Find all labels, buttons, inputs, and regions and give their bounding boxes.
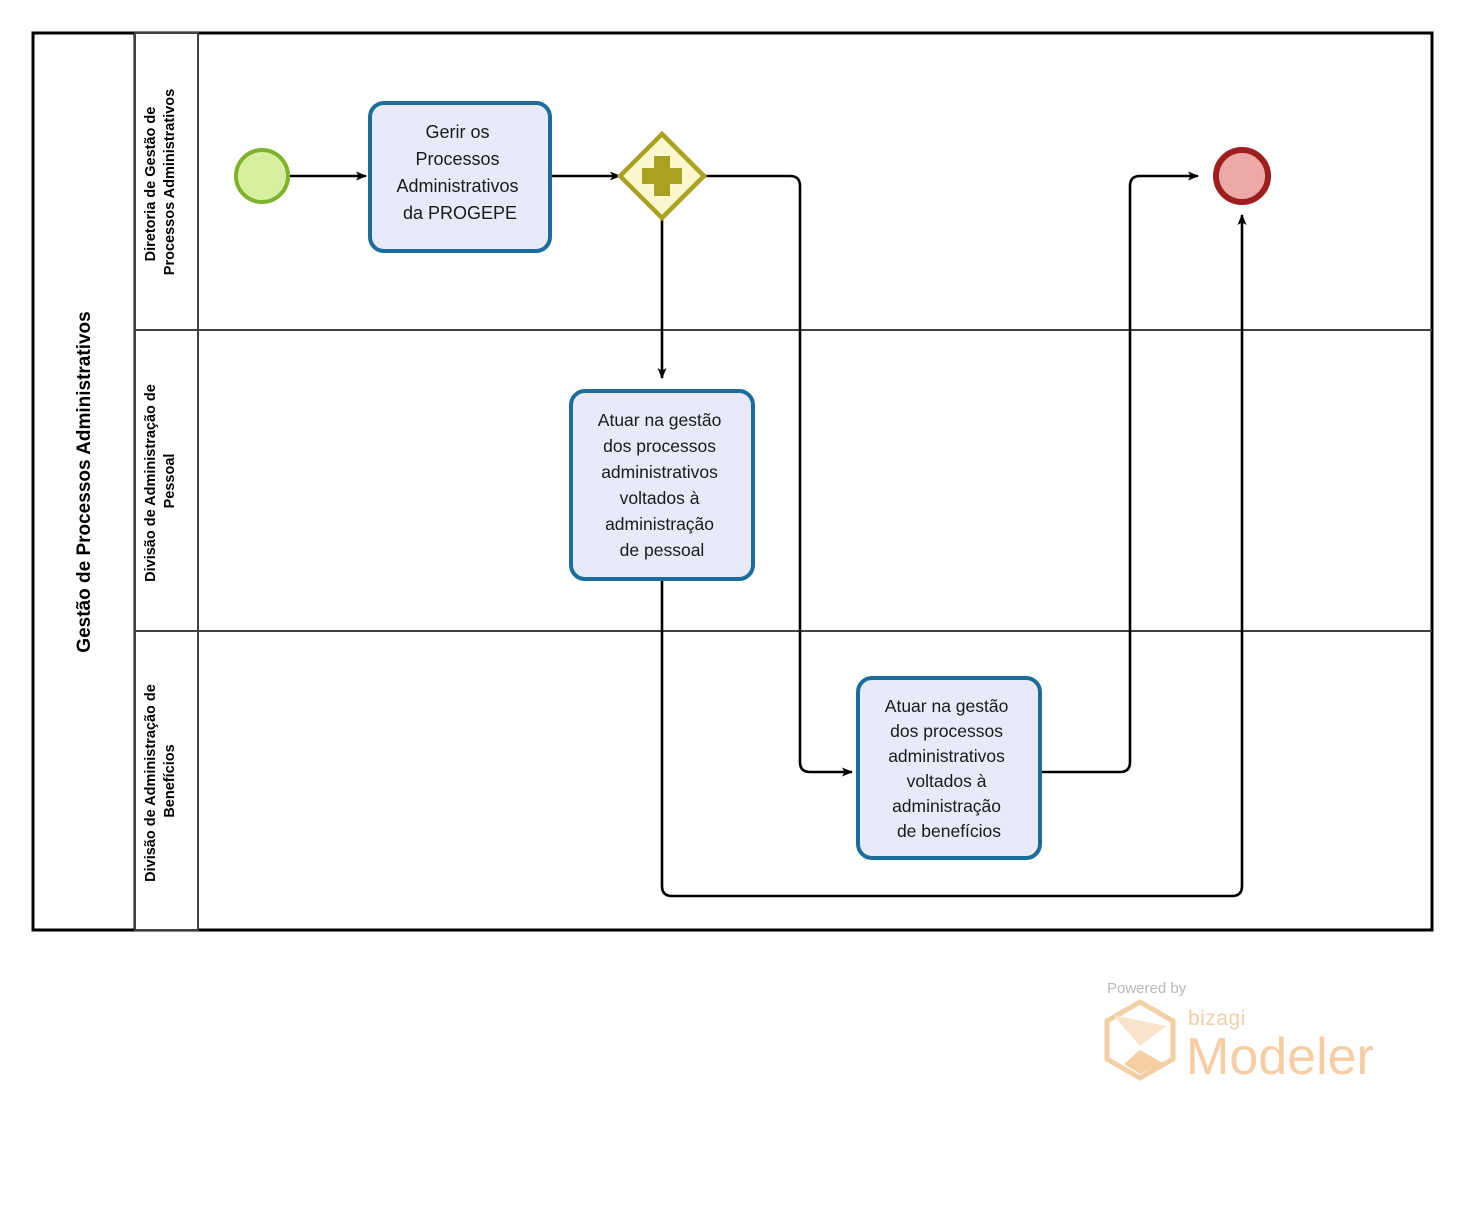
lane-title-pessoal: Divisão de Administração de Pessoal: [143, 380, 178, 582]
plus-icon: [642, 156, 682, 196]
end-event[interactable]: [1213, 147, 1271, 205]
pool-title: Gestão de Processos Administrativos: [74, 311, 95, 652]
lane-title-diretoria: Diretoria de Gestão de Processos Adminis…: [143, 89, 178, 275]
task-pessoal-label: Atuar na gestão dos processos administra…: [598, 410, 726, 560]
bizagi-logo-icon: [1104, 999, 1176, 1081]
task-pessoal-box: [569, 389, 755, 581]
flow-pessoal-to-end[interactable]: [660, 214, 1247, 898]
task-beneficios-box: [856, 676, 1042, 860]
start-event[interactable]: [234, 148, 290, 204]
lane-title-beneficios: Divisão de Administração de Benefícios: [143, 680, 178, 882]
watermark-powered-by: Powered by: [1107, 980, 1187, 997]
watermark-brand: bizagi: [1188, 1007, 1246, 1030]
sequence-flows: [290, 171, 1247, 898]
task-gerir[interactable]: Gerir os Processos Administrativos da PR…: [368, 101, 552, 253]
task-beneficios-label: Atuar na gestão dos processos administra…: [885, 696, 1013, 841]
flow-gateway-to-beneficios[interactable]: [704, 174, 853, 777]
task-gerir-box: [368, 101, 552, 253]
bizagi-watermark: Powered by bizagi Modeler: [1104, 980, 1374, 1086]
parallel-gateway[interactable]: [616, 130, 708, 222]
start-event-circle: [234, 148, 290, 204]
pool-title-band: [31, 31, 137, 932]
task-pessoal[interactable]: Atuar na gestão dos processos administra…: [569, 389, 755, 581]
flow-beneficios-to-end[interactable]: [1041, 171, 1199, 774]
lane-title-band: [134, 32, 199, 931]
end-event-circle: [1213, 147, 1271, 205]
watermark-product: Modeler: [1186, 1028, 1374, 1086]
task-gerir-label: Gerir os Processos Administrativos da PR…: [396, 122, 523, 223]
task-beneficios[interactable]: Atuar na gestão dos processos administra…: [856, 676, 1042, 860]
